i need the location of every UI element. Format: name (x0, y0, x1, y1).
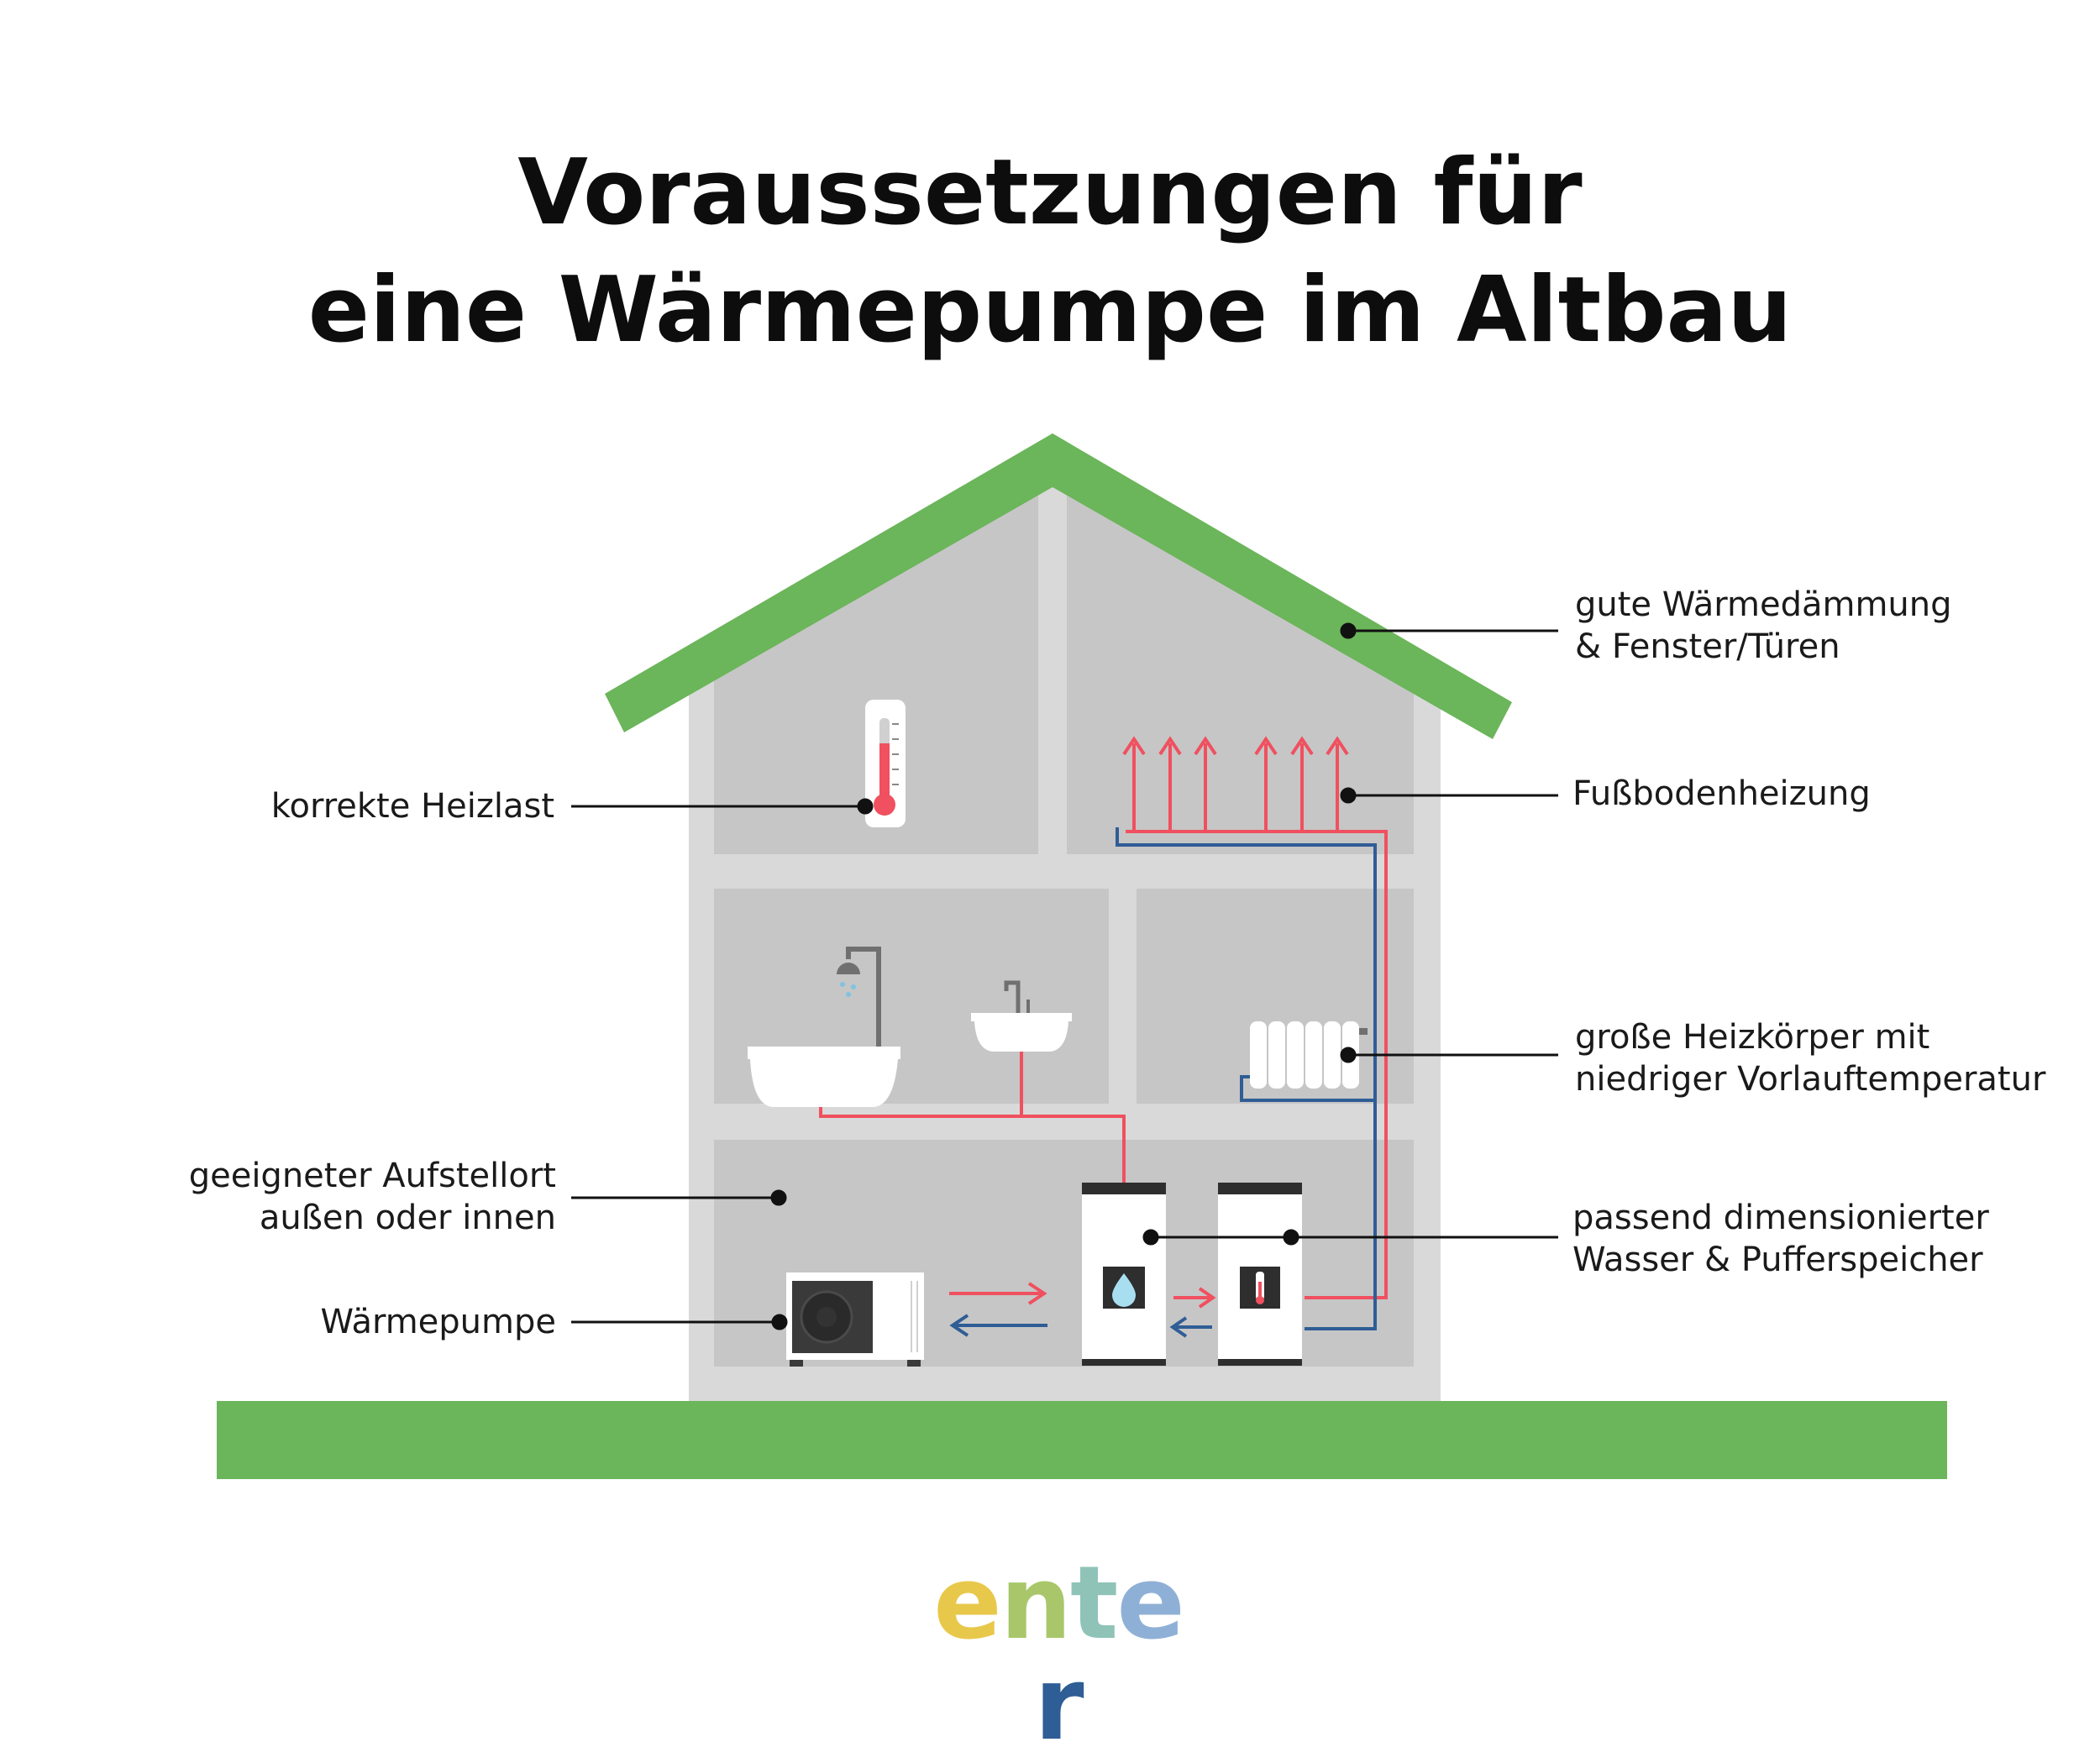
logo-letter-t: t (1070, 1545, 1118, 1662)
label-radiators: große Heizkörper mit niedriger Vorlaufte… (1575, 1016, 2045, 1100)
water-pipes (819, 1107, 1126, 1184)
flow-arrows-pump-tank (949, 1282, 1047, 1337)
page-title-line-1: Voraussetzungen für (517, 140, 1583, 245)
house-diagram (217, 433, 1947, 1479)
label-location: geeigneter Aufstellort außen oder innen (189, 1155, 556, 1239)
logo-letter-n: n (1000, 1545, 1072, 1662)
label-heat-pump: Wärmepumpe (320, 1303, 556, 1341)
ground (217, 1401, 1947, 1479)
label-location-line-1: geeigneter Aufstellort (188, 1157, 556, 1195)
heat-pump-icon (786, 1272, 924, 1367)
bathtub-icon (748, 1047, 900, 1107)
logo-letter-e2: e (1116, 1545, 1184, 1662)
label-insulation: gute Wärmedämmung & Fenster/Türen (1575, 584, 1952, 668)
label-location-line-2: außen oder innen (259, 1199, 556, 1237)
sink-icon (971, 980, 1072, 1052)
label-storage-line-2: Wasser & Pufferspeicher (1572, 1241, 1983, 1279)
water-tank-icon (1082, 1183, 1166, 1366)
callout-lines (571, 622, 1558, 1330)
label-insulation-line-2: & Fenster/Türen (1575, 627, 1840, 666)
water-drop-icon (1112, 1273, 1136, 1307)
label-underfloor-heating: Fußbodenheizung (1572, 774, 1871, 813)
label-radiators-line-1: große Heizkörper mit (1575, 1018, 1930, 1057)
logo-letter-e: e (933, 1545, 1001, 1662)
buffer-tank-icon (1218, 1183, 1302, 1366)
label-storage-line-1: passend dimensionierter (1572, 1199, 1989, 1237)
thermometer-icon (865, 700, 906, 827)
heating-pipes (1116, 827, 1388, 1330)
enter-logo: enter (924, 1554, 1193, 1755)
label-heat-load: korrekte Heizlast (270, 787, 554, 826)
flow-arrows-tank-buffer (1169, 1287, 1216, 1338)
radiator-icon (1250, 1021, 1368, 1089)
label-storage: passend dimensionierter Wasser & Puffers… (1572, 1197, 1989, 1281)
page-title-line-2: eine Wärmepumpe im Altbau (307, 258, 1793, 363)
attic-room-left (714, 489, 1038, 854)
attic-room-right (1067, 496, 1414, 854)
logo-letter-r: r (1034, 1646, 1084, 1763)
label-radiators-line-2: niedriger Vorlauftemperatur (1575, 1060, 2046, 1099)
shower-icon (837, 947, 881, 1047)
label-insulation-line-1: gute Wärmedämmung (1575, 585, 1952, 624)
underfloor-heat-arrows (1122, 736, 1349, 832)
